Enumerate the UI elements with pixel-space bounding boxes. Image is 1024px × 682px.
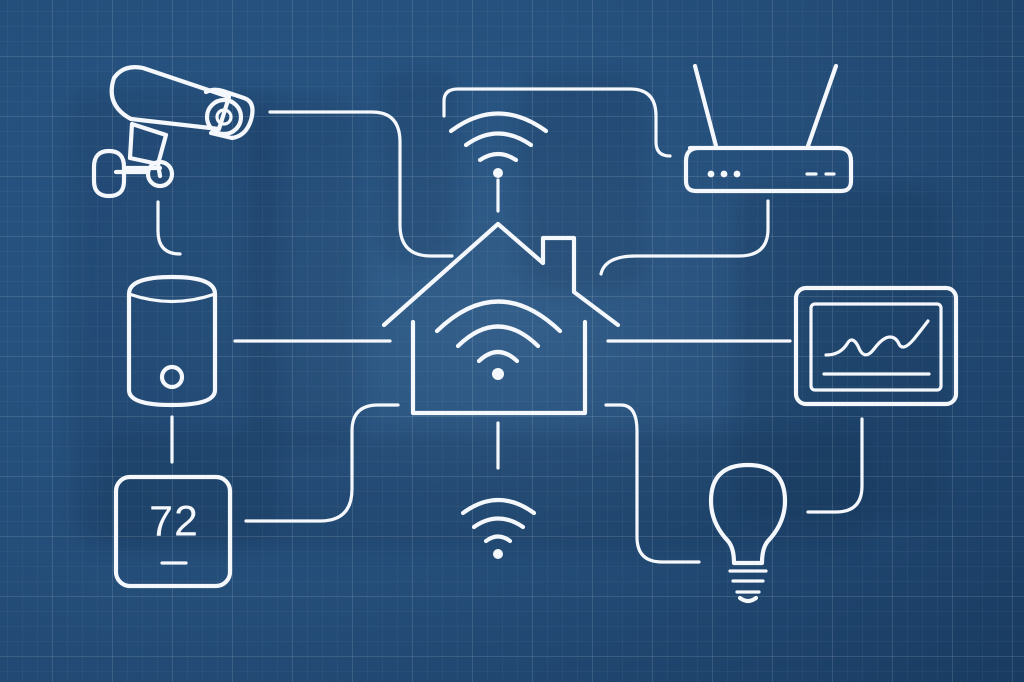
router-to-hub-connector	[599, 199, 770, 276]
camera-to-hub-connector	[268, 110, 454, 258]
camera-to-speaker-connector	[156, 200, 182, 256]
monitor-to-bulb-connector	[806, 417, 864, 514]
smart-speaker-icon	[126, 274, 218, 408]
hub-to-bulb-connector	[604, 403, 701, 564]
security-camera-icon	[91, 65, 255, 199]
connection-lines	[156, 87, 864, 564]
thermostat-temperature: 72	[149, 497, 199, 545]
smart-home-hub-icon	[381, 221, 621, 416]
energy-monitor-icon	[793, 285, 959, 407]
thermostat-icon: 72	[113, 474, 233, 589]
thermostat-to-hub-connector	[244, 403, 400, 523]
wireless-router-icon	[683, 63, 854, 194]
smart-bulb-icon	[708, 462, 788, 604]
top-wifi-to-router-connector	[442, 87, 672, 158]
wifi-signal-icon	[448, 111, 549, 178]
wifi-signal-icon	[460, 497, 537, 559]
